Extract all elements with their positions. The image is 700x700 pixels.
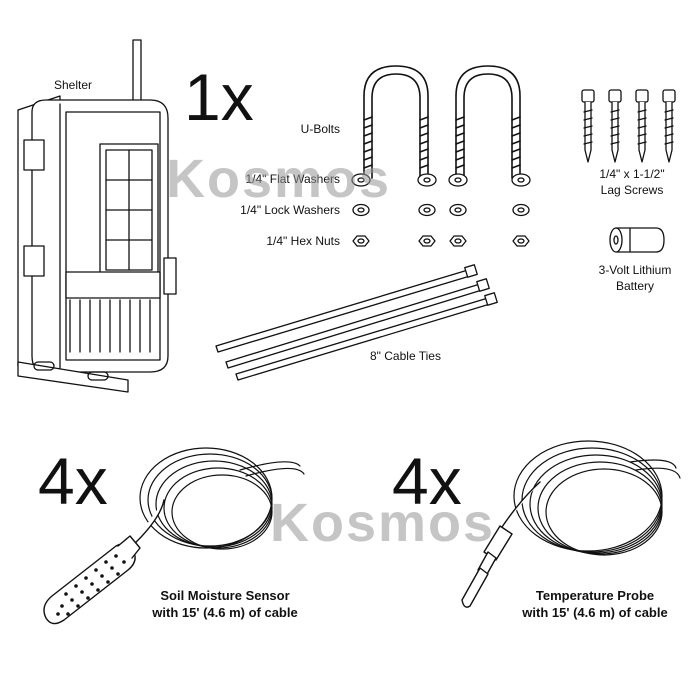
battery-name: Battery — [615, 279, 654, 293]
battery-type: 3-Volt Lithium — [598, 263, 672, 277]
cable-tie-icon — [215, 264, 498, 381]
soil-moisture-sensor-title: Soil Moisture Sensor — [160, 588, 290, 603]
soil-sensor-quantity: 4x — [38, 444, 108, 518]
temperature-probe-cable: with 15' (4.6 m) of cable — [522, 605, 668, 620]
cable-ties-label: 8" Cable Ties — [370, 349, 441, 363]
temperature-probe-caption: Temperature Probe with 15' (4.6 m) of ca… — [490, 587, 700, 621]
hex-nuts-label: 1/4" Hex Nuts — [266, 234, 340, 248]
flat-washers-label: 1/4" Flat Washers — [245, 172, 340, 186]
battery-icon — [609, 227, 665, 253]
u-bolts-label: U-Bolts — [300, 122, 340, 136]
soil-moisture-sensor-icon — [43, 499, 165, 625]
temperature-probe-icon — [461, 481, 541, 608]
washer-icon — [351, 173, 531, 217]
watermark-text: Kosmos — [270, 493, 496, 553]
soil-moisture-sensor-caption: Soil Moisture Sensor with 15' (4.6 m) of… — [120, 587, 330, 621]
lag-screw-icon — [581, 89, 676, 163]
watermark-text: Kosmos — [166, 149, 392, 209]
cable-coil-icon — [513, 440, 681, 556]
hex-nut-icon — [352, 235, 530, 247]
kit-quantity: 1x — [184, 60, 254, 134]
shelter-label: Shelter — [54, 78, 93, 92]
u-bolt-icon — [455, 65, 521, 179]
soil-moisture-sensor-cable: with 15' (4.6 m) of cable — [152, 605, 298, 620]
battery-label: 3-Volt Lithium Battery — [580, 262, 690, 294]
temperature-probe-quantity: 4x — [392, 444, 462, 518]
lag-screws-size: 1/4" x 1-1/2" — [599, 167, 665, 181]
lag-screws-name: Lag Screws — [600, 183, 664, 197]
temperature-probe-title: Temperature Probe — [535, 588, 655, 603]
shelter-illustration — [17, 39, 177, 393]
u-bolt-icon — [363, 65, 429, 179]
cable-coil-icon — [139, 447, 305, 550]
lag-screws-label: 1/4" x 1-1/2" Lag Screws — [574, 166, 690, 198]
lock-washers-label: 1/4" Lock Washers — [240, 203, 340, 217]
